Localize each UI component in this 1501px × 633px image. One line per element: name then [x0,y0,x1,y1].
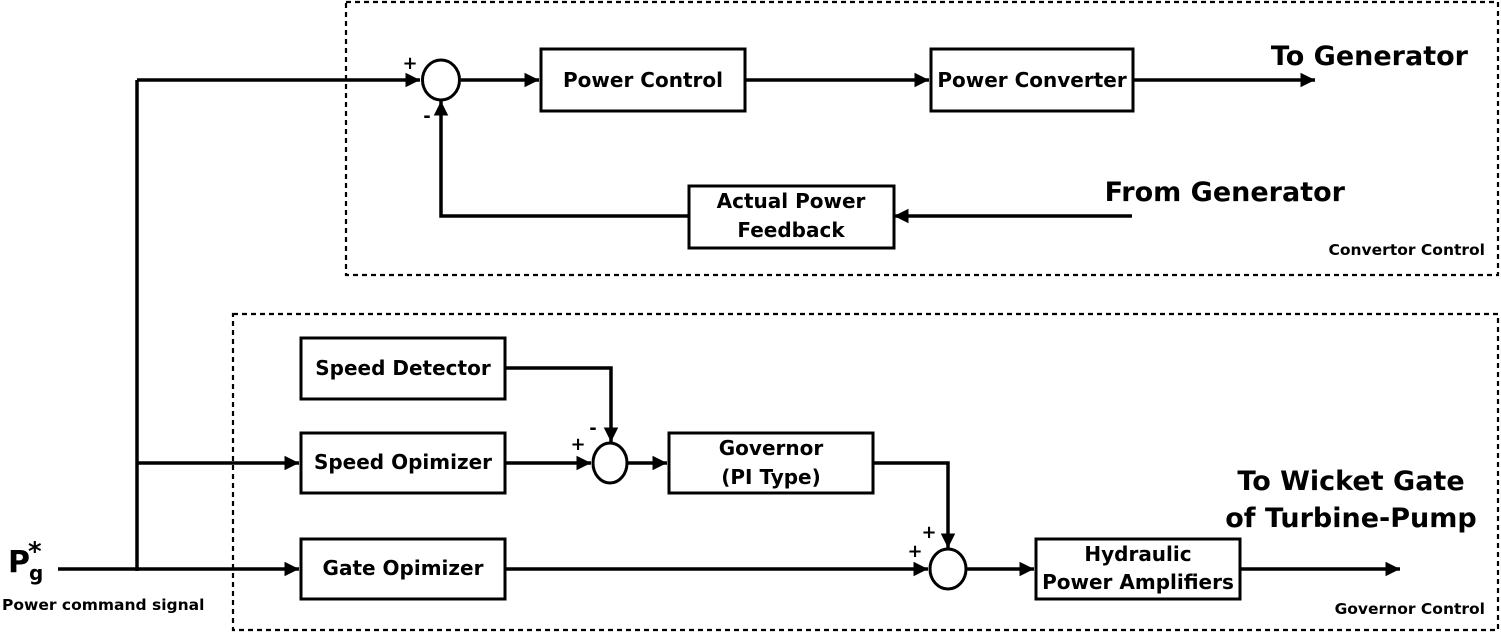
input-symbol-base: P [8,545,30,580]
sum2-plus-sign: + [570,434,585,455]
governor-label-line2: (PI Type) [721,465,821,489]
actual-power-feedback-label-line2: Feedback [737,218,845,242]
hydraulic-power-amplifiers-block [1034,537,1242,601]
power-converter-label: Power Converter [937,68,1127,92]
speed-detector-label: Speed Detector [315,356,491,380]
convertor-control-caption: Convertor Control [1329,241,1486,259]
power-converter-block [929,47,1135,113]
sum1-plus-sign: + [402,53,417,74]
summing-junction-2 [591,441,629,485]
hydraulic-label-line2: Power Amplifiers [1042,570,1234,594]
hydraulic-label-line1: Hydraulic [1084,542,1191,566]
wire-governor-sum3 [873,461,956,548]
actual-power-feedback-label-line1: Actual Power [717,189,866,213]
wire-feedback-to-sum1 [433,101,689,218]
power-control-block [539,47,747,113]
to-wicket-gate-label-line2: of Turbine-Pump [1225,503,1476,534]
power-command-signal-caption: Power command signal [2,596,204,614]
power-control-label: Power Control [563,68,723,92]
convertor-control-region [344,0,1500,277]
speed-optimizer-block [299,431,507,495]
summing-junction-1 [421,58,461,102]
actual-power-feedback-block [687,184,896,250]
to-generator-label: To Generator [1271,41,1469,72]
gate-optimizer-label: Gate Opimizer [323,556,484,580]
summing-junction-3 [928,547,968,591]
sum3-plus-top-sign: + [921,522,936,543]
governor-block [667,431,875,495]
input-symbol-subscript: g [29,561,43,585]
sum3-plus-left-sign: + [907,541,922,562]
input-symbol-superscript: * [28,537,42,567]
governor-control-caption: Governor Control [1335,600,1485,618]
to-wicket-gate-label-line1: To Wicket Gate [1237,466,1464,497]
from-generator-label: From Generator [1105,177,1346,208]
sum2-minus-sign: - [589,418,596,439]
speed-detector-block [299,336,507,401]
governor-control-region [231,312,1500,632]
wire-speed-detector-sum2 [505,366,619,442]
governor-label-line1: Governor [719,436,824,460]
gate-optimizer-block [299,537,507,601]
speed-optimizer-label: Speed Opimizer [314,450,492,474]
sum1-minus-sign: - [423,106,430,127]
